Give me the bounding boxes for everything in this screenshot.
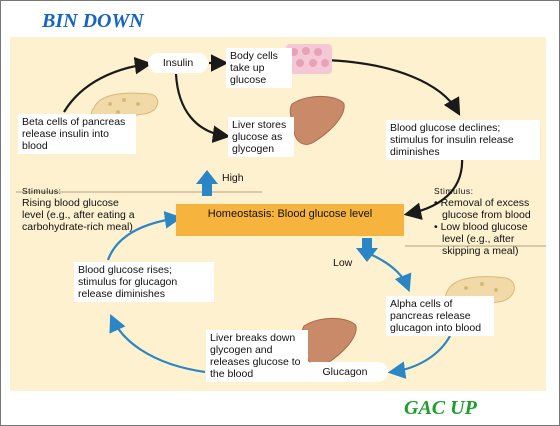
annotation-gac-up: GAC UP [404,397,477,420]
arrow-alpha-to-glucagon [392,336,450,372]
stimulus-right-item: • Low blood glucose level (e.g., after s… [434,221,544,257]
high-label: High [222,172,244,184]
liver-stores-icon [290,96,344,144]
stimulus-left-box: Stimulus: Rising blood glucose level (e.… [18,183,144,235]
liver-breaks-box: Liver breaks down glycogen and releases … [206,330,308,382]
stimulus-left-heading: Stimulus: [22,185,140,197]
blood-glucose-rises-box: Blood glucose rises; stimulus for glucag… [74,262,214,302]
liver-stores-box: Liver stores glucose as glycogen [228,117,294,157]
arrow-insulin-to-liver [176,74,226,136]
liver-breaks-icon [302,318,356,366]
low-arrow-icon [356,238,378,262]
body-cells-box: Body cells take up glucose [226,48,292,88]
stimulus-right-heading: Stimulus: [434,185,544,197]
blood-glucose-declines-box: Blood glucose declines; stimulus for ins… [386,120,540,160]
low-label: Low [333,257,352,269]
body-cells-icon [286,44,332,74]
annotation-bin-down: BIN DOWN [42,10,144,33]
arrow-low-to-alpha [370,254,408,288]
arrow-liver-to-rise [112,318,205,372]
alpha-cells-box: Alpha cells of pancreas release glucagon… [386,296,494,336]
stimulus-right-item: • Removal of excess glucose from blood [434,197,544,221]
beta-cells-box: Beta cells of pancreas release insulin i… [18,114,136,154]
stimulus-right-box: Stimulus: • Removal of excess glucose fr… [430,183,548,259]
glucagon-label: Glucagon [302,362,388,382]
insulin-label: Insulin [148,53,208,73]
homeostasis-bar: Homeostasis: Blood glucose level [176,204,404,236]
stimulus-left-text: Rising blood glucose level (e.g., after … [22,197,135,233]
